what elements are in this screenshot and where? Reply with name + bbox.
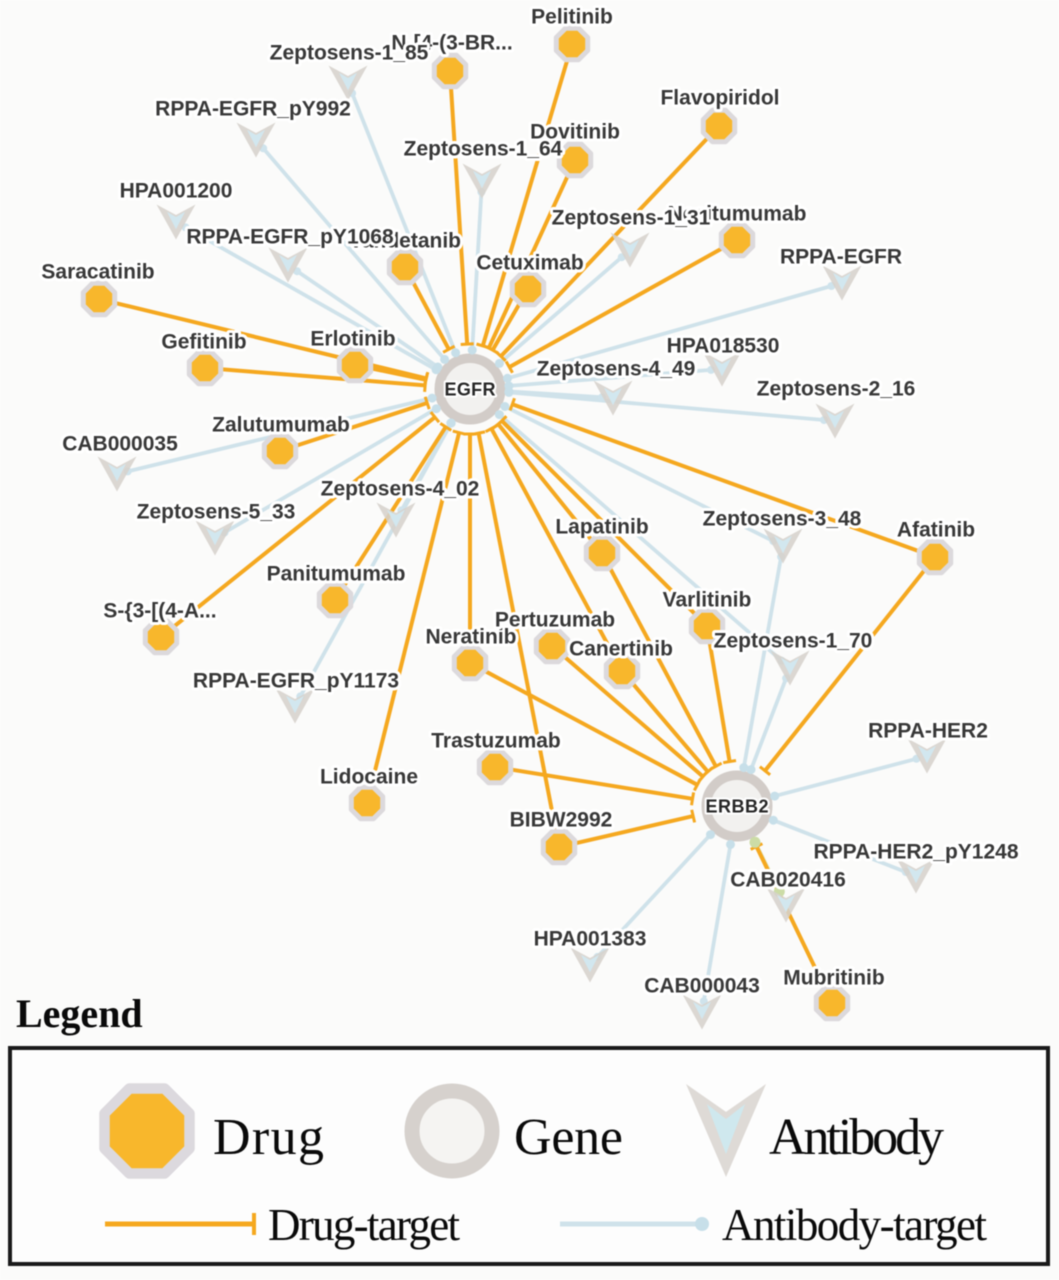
svg-text:HPA018530: HPA018530	[667, 335, 780, 358]
svg-text:Zeptosens-1_31: Zeptosens-1_31	[552, 207, 711, 230]
svg-text:CAB020416: CAB020416	[730, 869, 846, 892]
svg-text:Lapatinib: Lapatinib	[555, 516, 648, 539]
svg-text:Necitumumab: Necitumumab	[668, 203, 807, 226]
svg-text:Zalutumumab: Zalutumumab	[212, 414, 350, 437]
svg-text:Varlitinib: Varlitinib	[663, 589, 752, 612]
svg-text:Drug: Drug	[213, 1109, 324, 1166]
svg-text:CAB000035: CAB000035	[62, 433, 178, 456]
svg-text:Panitumumab: Panitumumab	[267, 563, 406, 586]
svg-text:Antibody-target: Antibody-target	[722, 1200, 987, 1250]
svg-text:HPA001200: HPA001200	[120, 180, 233, 203]
svg-text:Gene: Gene	[514, 1109, 623, 1166]
svg-text:Zeptosens-4_49: Zeptosens-4_49	[537, 358, 696, 381]
svg-text:N-[4-(3-BR...: N-[4-(3-BR...	[391, 32, 512, 55]
svg-text:Pelitinib: Pelitinib	[531, 6, 613, 29]
svg-text:Saracatinib: Saracatinib	[41, 261, 154, 284]
svg-text:ERBB2: ERBB2	[706, 797, 769, 817]
svg-text:Erlotinib: Erlotinib	[310, 328, 395, 351]
svg-text:Mubritinib: Mubritinib	[783, 967, 884, 990]
svg-text:BIBW2992: BIBW2992	[510, 809, 613, 832]
svg-text:Lidocaine: Lidocaine	[320, 766, 418, 789]
svg-text:Afatinib: Afatinib	[897, 519, 975, 542]
svg-text:RPPA-EGFR: RPPA-EGFR	[780, 246, 902, 269]
svg-text:S-{3-[(4-A...: S-{3-[(4-A...	[103, 600, 216, 623]
svg-text:Antibody: Antibody	[769, 1109, 944, 1166]
svg-text:Cetuximab: Cetuximab	[476, 252, 583, 275]
svg-text:HPA001383: HPA001383	[534, 928, 647, 951]
svg-text:RPPA-HER2: RPPA-HER2	[868, 720, 988, 743]
svg-text:Flavopiridol: Flavopiridol	[660, 87, 779, 110]
svg-text:Canertinib: Canertinib	[569, 638, 673, 661]
svg-text:Zeptosens-4_02: Zeptosens-4_02	[321, 478, 480, 501]
svg-text:RPPA-EGFR_pY1068: RPPA-EGFR_pY1068	[186, 226, 394, 249]
svg-text:Zeptosens-3_48: Zeptosens-3_48	[703, 508, 862, 531]
svg-text:Pertuzumab: Pertuzumab	[495, 609, 615, 632]
svg-text:Neratinib: Neratinib	[425, 626, 516, 649]
svg-text:Trastuzumab: Trastuzumab	[431, 730, 561, 753]
svg-text:Dovitinib: Dovitinib	[530, 121, 620, 144]
svg-text:RPPA-EGFR_pY1173: RPPA-EGFR_pY1173	[193, 670, 399, 693]
svg-text:Drug-target: Drug-target	[268, 1200, 460, 1250]
svg-text:Vandetanib: Vandetanib	[349, 230, 461, 253]
svg-text:RPPA-HER2_pY1248: RPPA-HER2_pY1248	[813, 841, 1018, 864]
svg-text:CAB000043: CAB000043	[644, 975, 760, 998]
svg-text:Zeptosens-1_85: Zeptosens-1_85	[270, 42, 429, 65]
svg-text:Zeptosens-5_33: Zeptosens-5_33	[137, 501, 296, 524]
svg-text:Zeptosens-2_16: Zeptosens-2_16	[757, 378, 916, 401]
svg-text:Zeptosens-1_64: Zeptosens-1_64	[404, 138, 563, 161]
svg-text:EGFR: EGFR	[445, 380, 496, 400]
svg-text:Legend: Legend	[16, 991, 143, 1036]
svg-text:RPPA-EGFR_pY992: RPPA-EGFR_pY992	[155, 98, 351, 121]
svg-text:Zeptosens-1_70: Zeptosens-1_70	[714, 630, 873, 653]
svg-text:Gefitinib: Gefitinib	[161, 331, 246, 354]
